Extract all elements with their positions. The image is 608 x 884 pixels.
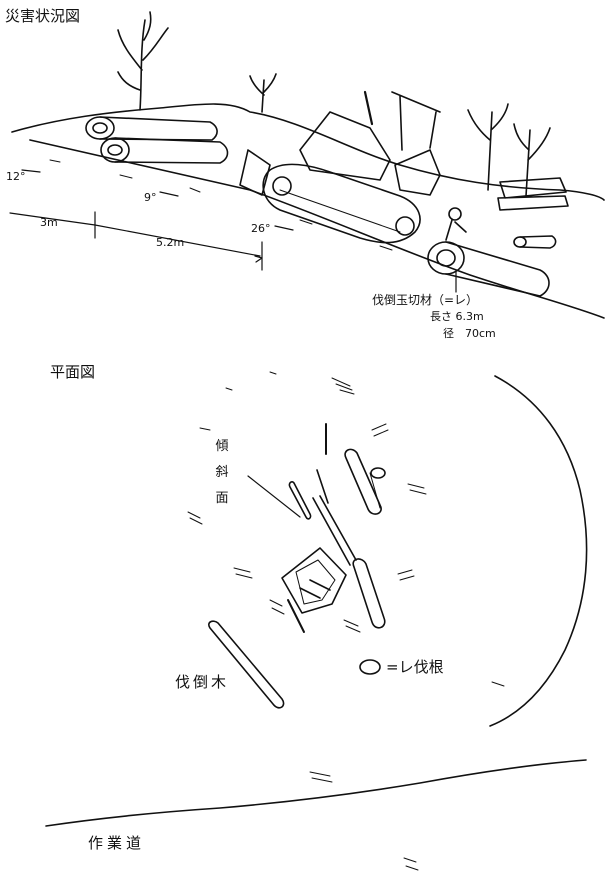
stump-marker <box>359 659 381 675</box>
felled-logs-plan <box>208 423 386 709</box>
angle-label-3: 26° <box>251 222 271 235</box>
angle-label-1: 12° <box>6 170 26 183</box>
slope-ground <box>11 103 605 319</box>
bare-tree-left <box>117 11 169 111</box>
slope-label: 傾 斜 面 <box>215 434 229 512</box>
distance-label-1: 3m <box>40 216 58 229</box>
bare-tree-right <box>467 103 551 197</box>
log-diameter-label: 径 70cm <box>443 327 496 340</box>
dimension-lines <box>9 169 294 271</box>
distance-label-2: 5.2m <box>156 236 185 249</box>
log-pile-right <box>497 177 569 211</box>
stump-label: =レ伐根 <box>386 658 444 676</box>
log-label: 伐倒玉切材（=レ） <box>372 293 479 307</box>
plan-view-title: 平面図 <box>50 363 96 381</box>
bulldozer-plan <box>281 547 347 633</box>
bulldozer <box>239 90 441 244</box>
log-pile-left <box>85 116 229 164</box>
felled-tree-label: 伐倒木 <box>175 673 230 691</box>
road-label: 作業道 <box>88 834 146 852</box>
plan-boundary <box>45 375 588 827</box>
log-length-label: 長さ 6.3m <box>430 310 484 323</box>
ground-hatch-marks <box>187 371 505 871</box>
slope-label-char-2: 斜 <box>215 465 229 480</box>
sliding-log <box>427 241 550 297</box>
section-view-title: 災害状況図 <box>5 7 81 25</box>
slope-label-char-1: 傾 <box>215 439 229 454</box>
angle-label-2: 9° <box>144 191 157 204</box>
slope-label-char-3: 面 <box>215 491 229 506</box>
worker-figure <box>445 207 467 241</box>
small-log-right <box>513 235 557 249</box>
bare-tree-mid <box>249 73 277 113</box>
